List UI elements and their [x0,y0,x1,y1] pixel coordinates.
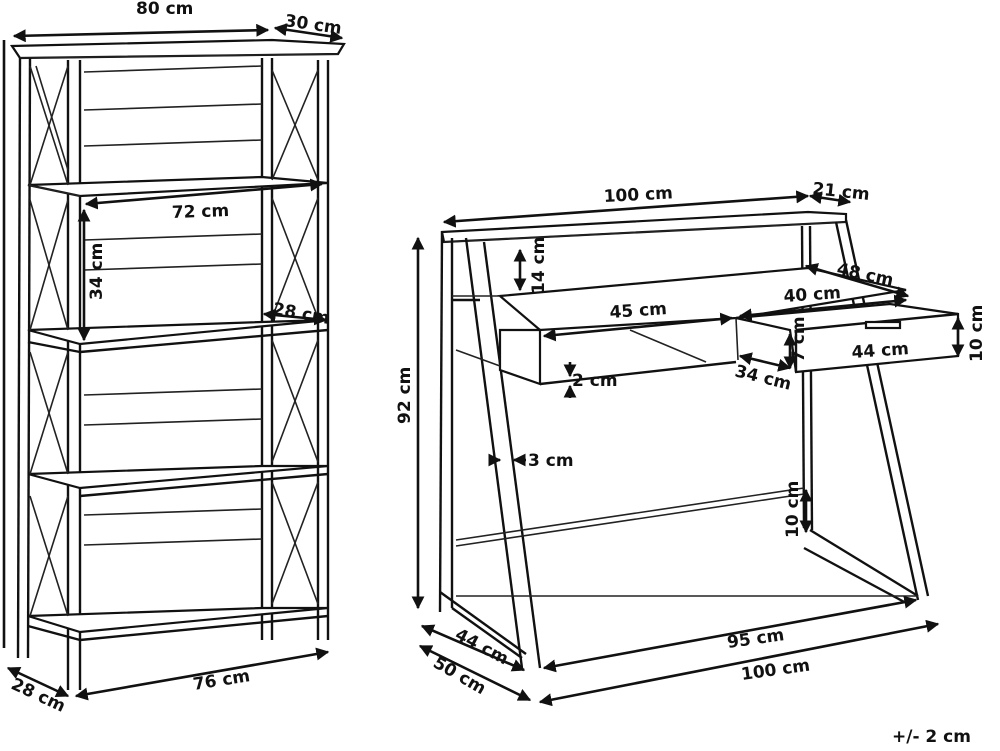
bookcase-back-slats [83,65,263,546]
bookcase-left-braces [29,65,69,617]
bookcase-right-braces [271,69,319,605]
desk-labels: 100 cm 21 cm 14 cm 48 cm 45 cm 40 cm 7 c… [395,179,987,699]
desk-dimensions [411,190,965,707]
label-desk-height: 92 cm [395,367,415,424]
desk-side-panel [498,328,542,386]
label-bookcase-inner-width: 72 cm [171,201,229,223]
label-bookcase-width: 80 cm [136,0,193,19]
label-desk-drawer-front-width: 44 cm [851,339,910,363]
label-bookcase-depth: 30 cm [283,11,343,39]
label-desk-drawer-width: 40 cm [783,283,842,307]
tolerance-note: +/- 2 cm [892,727,971,747]
label-desk-depth: 50 cm [430,653,490,699]
label-bookcase-shelf-height: 34 cm [87,243,107,300]
label-desk-riser-height: 14 cm [529,237,549,294]
label-desk-drawer-inner-height: 7 cm [789,316,809,362]
desk-top [440,210,848,244]
label-desk-leg-width: 3 cm [528,451,574,471]
label-desk-inner-depth: 44 cm [452,625,512,670]
label-desk-top-width: 100 cm [603,183,673,207]
bookcase-drawing [2,23,346,701]
label-desk-drawer-height: 10 cm [967,305,987,362]
label-bookcase-base-width: 76 cm [192,666,252,695]
bookcase-shelves [27,175,329,642]
desk-drawing [411,190,965,707]
label-desk-panel-thickness: 2 cm [572,371,618,391]
label-desk-inner-width: 95 cm [726,625,786,653]
label-desk-compartment-width: 45 cm [609,299,668,323]
drawer-handle [864,320,902,330]
label-desk-top-depth: 21 cm [811,179,870,205]
bookcase-dimensions [2,23,344,701]
label-desk-crossbar-height: 10 cm [783,481,803,538]
